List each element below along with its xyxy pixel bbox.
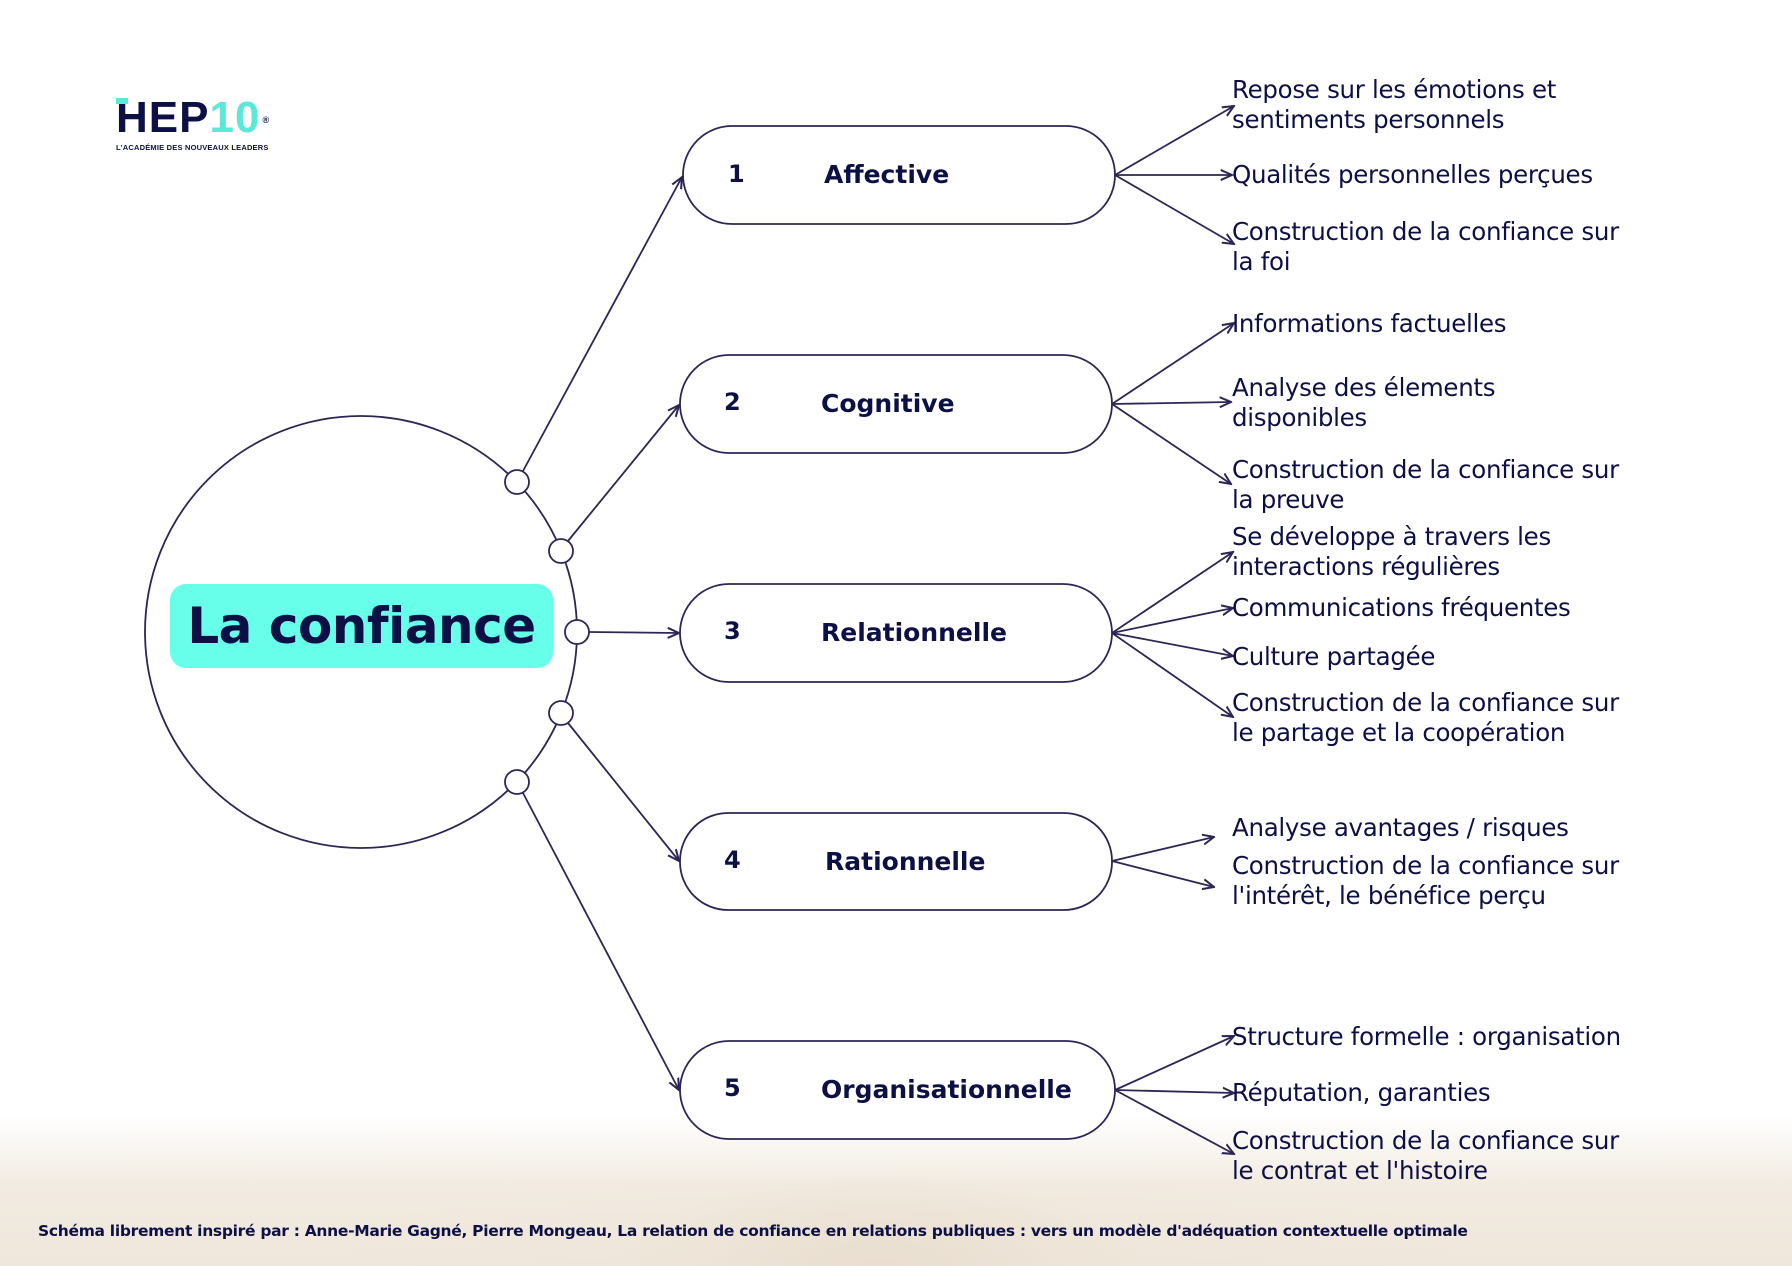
branch-4-label: Rationnelle [825, 847, 986, 876]
branch-1-item: Qualités personnelles perçues [1232, 160, 1593, 189]
branch-3-item: Se développe à travers les interactions … [1232, 522, 1551, 581]
branch-5-item: Construction de la confiance sur le cont… [1232, 1126, 1619, 1185]
logo-tagline: L'ACADÉMIE DES NOUVEAUX LEADERS [116, 143, 269, 152]
branch-5-label: Organisationnelle [821, 1075, 1072, 1104]
hep10-logo: HEP10® L'ACADÉMIE DES NOUVEAUX LEADERS [116, 96, 296, 156]
connector-3 [588, 632, 679, 633]
node-5 [504, 769, 530, 795]
branch-2-item: Analyse des élements disponibles [1232, 373, 1496, 432]
branch-2-item: Informations factuelles [1232, 309, 1507, 338]
branch-1-item: Repose sur les émotions et sentiments pe… [1232, 75, 1557, 134]
logo-brand-number: 10 [209, 93, 261, 142]
registered-icon: ® [262, 115, 271, 125]
branch-5-item: Structure formelle : organisation [1232, 1022, 1621, 1051]
branch-3-item: Construction de la confiance sur le part… [1232, 688, 1619, 747]
branch-1-item: Construction de la confiance sur la foi [1232, 217, 1619, 276]
branch-4-item: Construction de la confiance sur l'intér… [1232, 851, 1619, 910]
branch-3-label: Relationnelle [821, 618, 1007, 647]
connector-5 [522, 792, 679, 1090]
node-2 [548, 538, 574, 564]
branch-1-number: 1 [728, 160, 745, 188]
node-3 [564, 619, 590, 645]
connector-1 [522, 177, 682, 472]
logo-brand-main: HEP [116, 93, 210, 142]
branch-5-number: 5 [724, 1074, 741, 1102]
branch-2-item: Construction de la confiance sur la preu… [1232, 455, 1619, 514]
sand-background [0, 1116, 1792, 1266]
node-1 [504, 469, 530, 495]
branch-4-number: 4 [724, 846, 741, 874]
source-credit: Schéma librement inspiré par : Anne-Mari… [38, 1222, 1468, 1240]
branch-5-item: Réputation, garanties [1232, 1078, 1491, 1107]
logo-accent-mark [116, 98, 128, 104]
central-topic-badge: La confiance [170, 584, 553, 668]
branch-2-number: 2 [724, 388, 741, 416]
connector-2 [567, 405, 679, 542]
branch-4-item: Analyse avantages / risques [1232, 813, 1569, 842]
branch-3-item: Culture partagée [1232, 642, 1436, 671]
branch-2-label: Cognitive [821, 389, 955, 418]
branch-1-label: Affective [824, 160, 950, 189]
node-4 [548, 700, 574, 726]
branch-3-item: Communications fréquentes [1232, 593, 1571, 622]
connector-4 [567, 722, 679, 861]
branch-3-number: 3 [724, 617, 741, 645]
